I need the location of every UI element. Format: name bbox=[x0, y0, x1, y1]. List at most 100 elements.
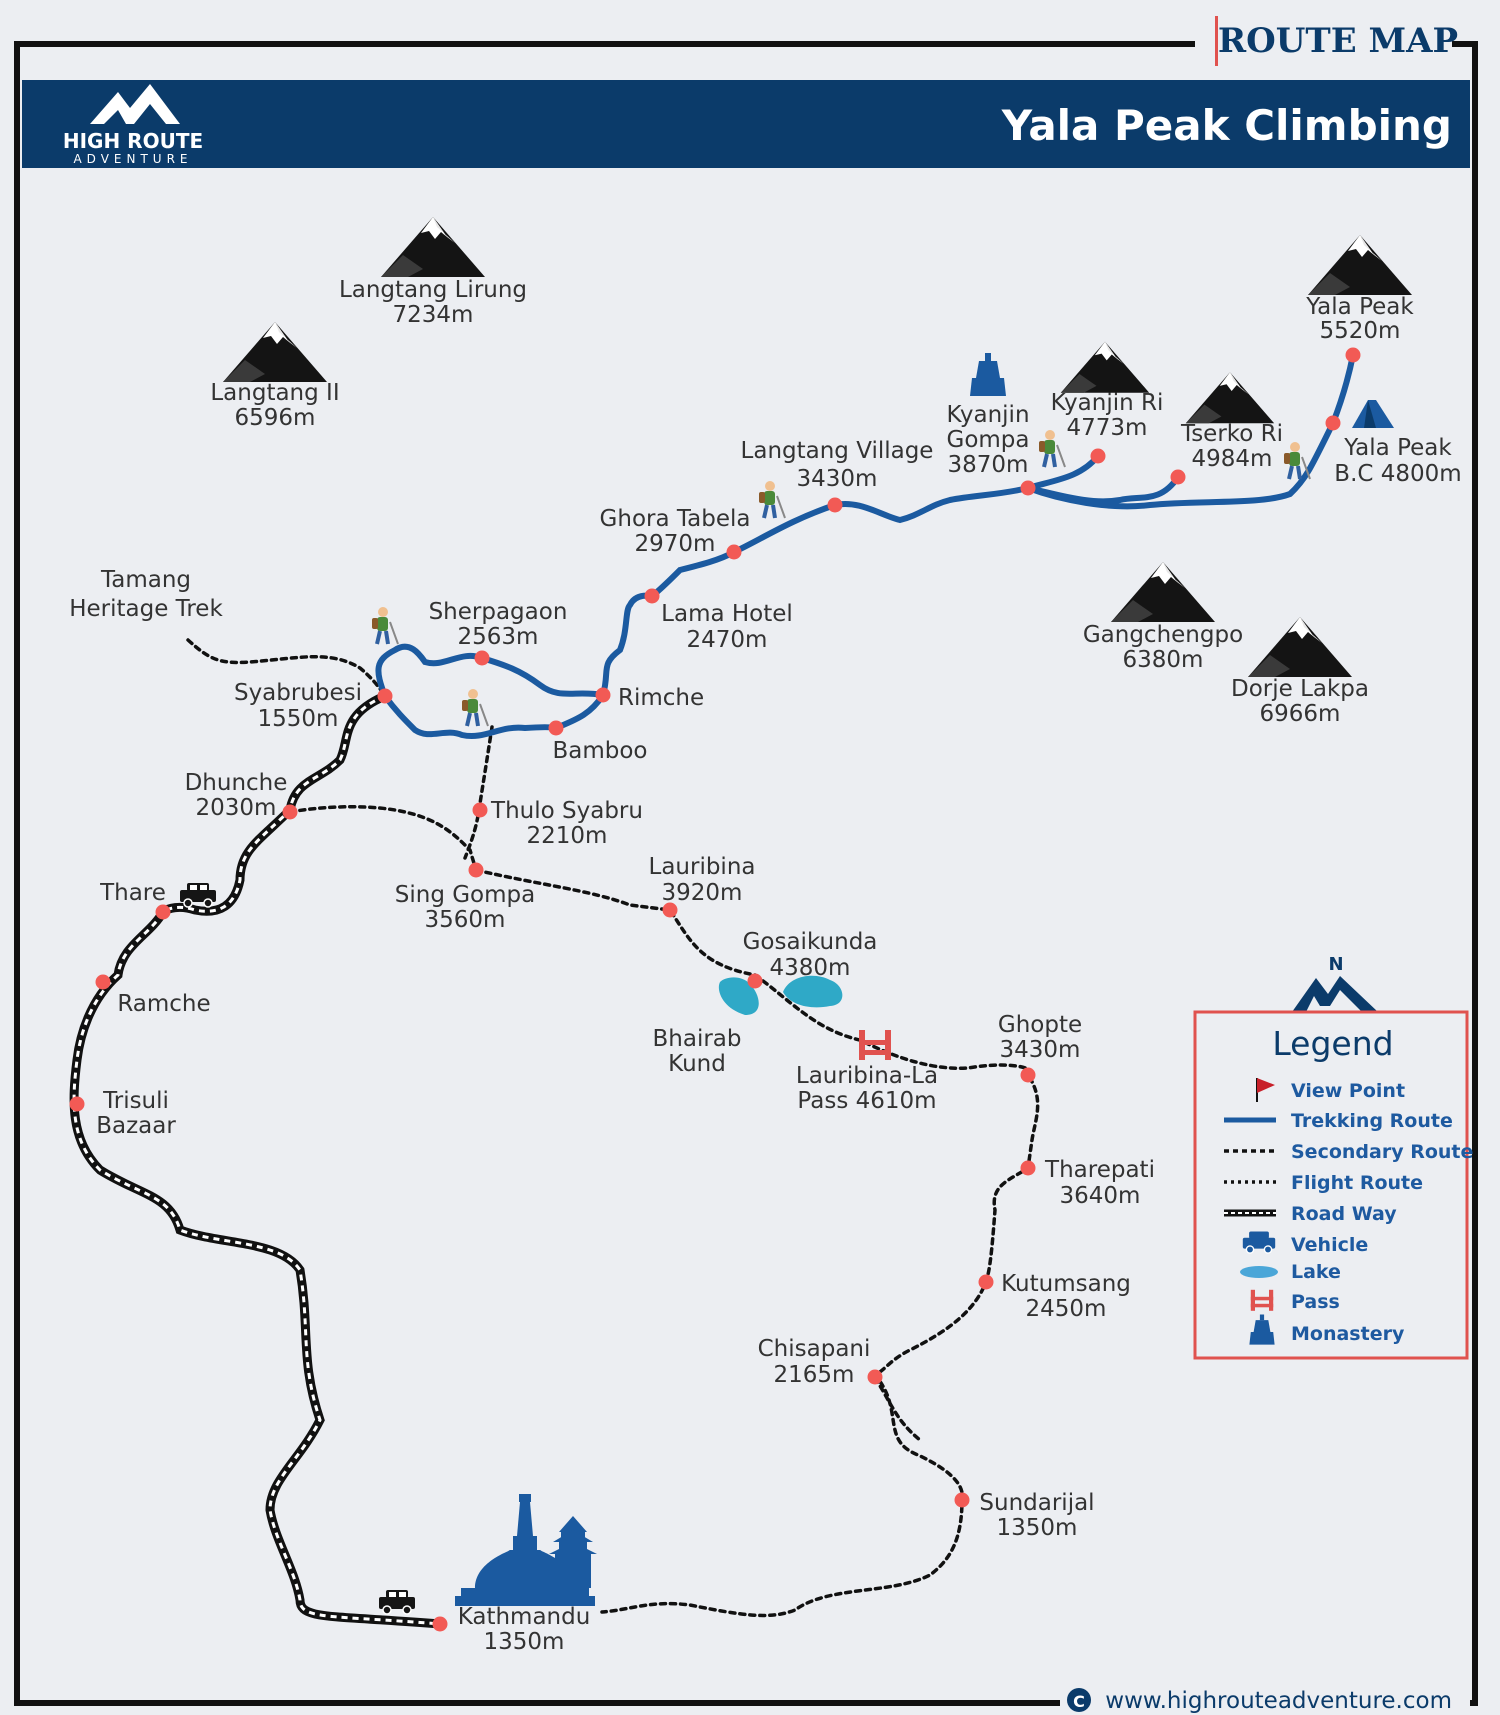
label-tserko-ri-alt: 4984m bbox=[1192, 446, 1273, 472]
label-ghopte-name: Ghopte bbox=[998, 1012, 1082, 1038]
label-kyanjin-ri-alt: 4773m bbox=[1067, 415, 1148, 441]
legend-lake: Lake bbox=[1291, 1261, 1341, 1283]
label-dorje-lakpa-alt: 6966m bbox=[1260, 701, 1341, 727]
label-trisuli-2: Bazaar bbox=[96, 1113, 176, 1139]
mountain-icon-yala-peak bbox=[1308, 235, 1412, 295]
legend-lake-icon bbox=[1240, 1266, 1278, 1278]
label-dorje-lakpa-name: Dorje Lakpa bbox=[1231, 676, 1369, 702]
legend-pass: Pass bbox=[1291, 1291, 1340, 1313]
label-sherpagaon-alt: 2563m bbox=[458, 624, 539, 650]
label-tamang-1: Tamang bbox=[100, 567, 191, 593]
pass-icon bbox=[859, 1030, 891, 1060]
label-yala-bc-alt: B.C 4800m bbox=[1334, 461, 1461, 487]
north-indicator: N bbox=[1292, 954, 1378, 1012]
mountain-icon-langtang-lirung bbox=[381, 217, 485, 277]
label-thulo-syabru-alt: 2210m bbox=[527, 823, 608, 849]
brand-logo: HIGH ROUTE ADVENTURE bbox=[63, 84, 203, 166]
label-langtang-ii-name: Langtang II bbox=[210, 380, 339, 406]
legend-title: Legend bbox=[1272, 1024, 1393, 1063]
page-title: Yala Peak Climbing bbox=[1001, 101, 1452, 150]
label-chisapani-name: Chisapani bbox=[758, 1336, 871, 1362]
label-lauribina-la-1: Lauribina-La bbox=[796, 1063, 938, 1089]
label-bhairab-1: Bhairab bbox=[653, 1026, 742, 1052]
trekking-route bbox=[375, 352, 1356, 739]
label-thare: Thare bbox=[99, 880, 166, 906]
label-langtang-lirung-name: Langtang Lirung bbox=[339, 277, 527, 303]
label-kutumsang-alt: 2450m bbox=[1026, 1296, 1107, 1322]
hiker-icon bbox=[460, 687, 490, 728]
legend-vehicle: Vehicle bbox=[1291, 1234, 1368, 1256]
legend-road-way: Road Way bbox=[1291, 1203, 1397, 1225]
label-langtang-lirung-alt: 7234m bbox=[393, 302, 474, 328]
label-langtang-village-name: Langtang Village bbox=[741, 438, 934, 464]
route-map-label: ROUTE MAP bbox=[1218, 21, 1458, 61]
label-bhairab-2: Kund bbox=[668, 1051, 726, 1077]
legend-monastery: Monastery bbox=[1291, 1323, 1405, 1345]
label-trisuli-1: Trisuli bbox=[102, 1088, 169, 1114]
mountain-icon-dorje-lakpa bbox=[1248, 617, 1352, 677]
label-kyanjin-gompa-1: Kyanjin bbox=[946, 402, 1029, 428]
north-label: N bbox=[1328, 954, 1343, 975]
map-frame bbox=[14, 41, 1478, 1706]
label-tharepati-alt: 3640m bbox=[1060, 1183, 1141, 1209]
legend-trekking-route: Trekking Route bbox=[1291, 1110, 1453, 1132]
label-gosaikunda-name: Gosaikunda bbox=[743, 929, 878, 955]
label-chisapani-alt: 2165m bbox=[774, 1362, 855, 1388]
secondary-route bbox=[186, 638, 1040, 1618]
label-kathmandu-name: Kathmandu bbox=[458, 1604, 591, 1630]
legend-vehicle-icon bbox=[1242, 1231, 1276, 1254]
hiker-icon bbox=[1037, 428, 1067, 469]
label-gosaikunda-alt: 4380m bbox=[770, 955, 851, 981]
label-sherpagaon-name: Sherpagaon bbox=[429, 599, 568, 625]
lake-gosaikunda bbox=[783, 975, 843, 1008]
label-dhunche-alt: 2030m bbox=[196, 795, 277, 821]
label-bamboo: Bamboo bbox=[552, 738, 647, 764]
view-points bbox=[69, 347, 1361, 1632]
route-map-accent-bar bbox=[1215, 16, 1218, 66]
legend-secondary-route: Secondary Route bbox=[1291, 1141, 1473, 1163]
website-link[interactable]: www.highrouteadventure.com bbox=[1105, 1688, 1452, 1714]
legend-monastery-icon bbox=[1249, 1314, 1275, 1345]
label-gangchengpo-name: Gangchengpo bbox=[1083, 622, 1243, 648]
label-sundarijal-alt: 1350m bbox=[997, 1515, 1078, 1541]
flag-icon bbox=[1256, 1078, 1275, 1102]
label-tharepati-name: Tharepati bbox=[1044, 1157, 1155, 1183]
legend-pass-icon bbox=[1250, 1289, 1274, 1311]
label-ghora-tabela-name: Ghora Tabela bbox=[600, 506, 751, 532]
label-dhunche-name: Dhunche bbox=[185, 770, 288, 796]
label-kathmandu-alt: 1350m bbox=[484, 1629, 565, 1655]
label-ramche: Ramche bbox=[117, 991, 210, 1017]
place-labels: Langtang Lirung 7234m Langtang II 6596m … bbox=[69, 277, 1461, 1655]
label-lauribina-name: Lauribina bbox=[649, 854, 756, 880]
legend: Legend View Point Trekking Route Seconda… bbox=[1193, 1010, 1473, 1360]
vehicle-icon bbox=[179, 882, 217, 908]
label-langtang-ii-alt: 6596m bbox=[235, 405, 316, 431]
mountain-icon-kyanjin-ri bbox=[1060, 341, 1150, 393]
label-sundarijal-name: Sundarijal bbox=[979, 1490, 1094, 1516]
monastery-icon bbox=[970, 353, 1006, 396]
mountain-icon-tserko-ri bbox=[1185, 372, 1275, 424]
label-kyanjin-gompa-2: Gompa bbox=[947, 427, 1030, 453]
label-thulo-syabru-name: Thulo Syabru bbox=[490, 798, 643, 824]
label-sing-gompa-name: Sing Gompa bbox=[395, 882, 535, 908]
label-yala-peak-alt: 5520m bbox=[1320, 318, 1401, 344]
road-way bbox=[69, 691, 441, 1629]
legend-flight-route: Flight Route bbox=[1291, 1172, 1423, 1194]
lake-bhairab bbox=[718, 977, 759, 1015]
vehicle-icon bbox=[378, 1589, 416, 1615]
legend-view-point: View Point bbox=[1291, 1080, 1405, 1102]
tent-icon bbox=[1352, 400, 1394, 428]
label-gangchengpo-alt: 6380m bbox=[1123, 647, 1204, 673]
label-tamang-2: Heritage Trek bbox=[69, 596, 223, 622]
copyright-icon bbox=[1067, 1688, 1091, 1712]
footer: C www.highrouteadventure.com bbox=[1060, 1682, 1470, 1715]
label-rimche: Rimche bbox=[618, 685, 704, 711]
hiker-icon bbox=[370, 605, 400, 646]
label-kyanjin-ri-name: Kyanjin Ri bbox=[1051, 390, 1164, 416]
label-ghopte-alt: 3430m bbox=[1000, 1037, 1081, 1063]
copyright-symbol: C bbox=[1073, 1692, 1085, 1711]
logo-line2: ADVENTURE bbox=[73, 152, 192, 166]
label-langtang-village-alt: 3430m bbox=[797, 466, 878, 492]
mountain-icon-gangchengpo bbox=[1111, 562, 1215, 622]
